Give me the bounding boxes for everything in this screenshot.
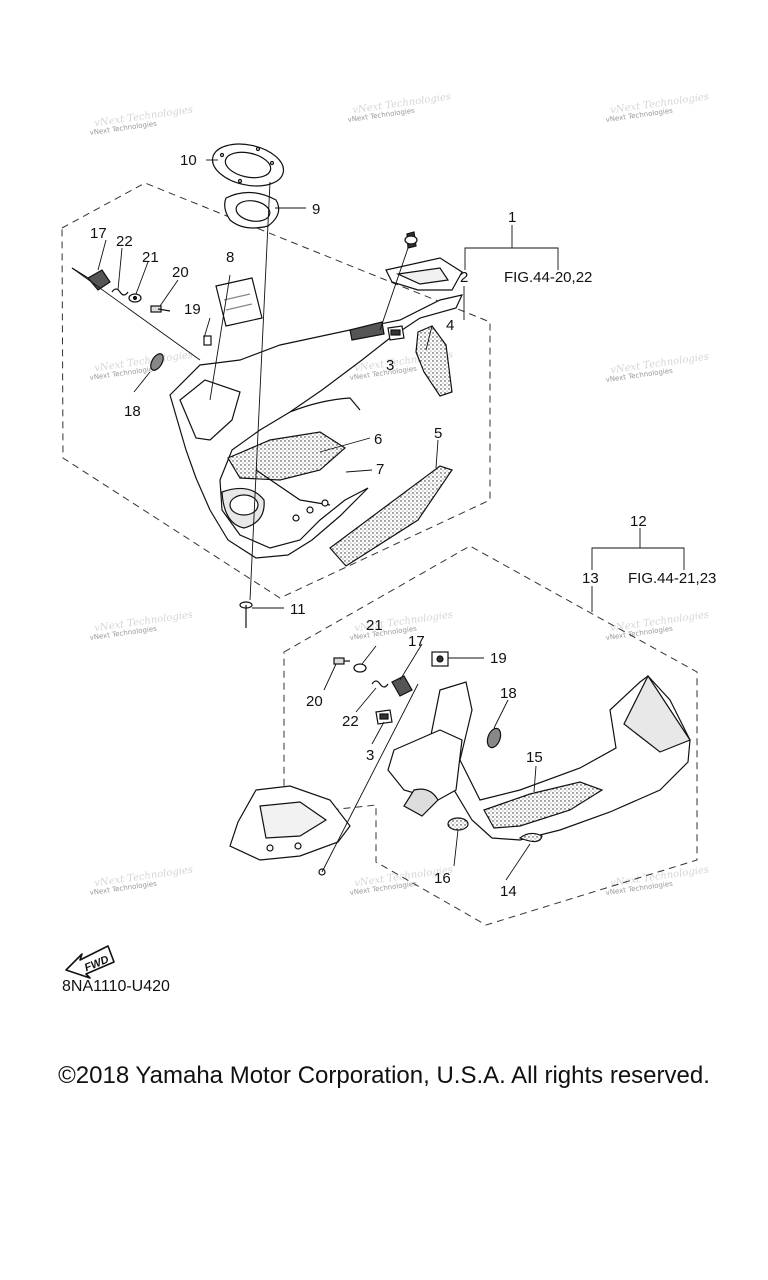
part-5-pad	[329, 465, 453, 567]
part-22-washer	[111, 288, 129, 296]
part-16-pad	[447, 817, 469, 831]
part-19-lower-nut	[431, 651, 449, 667]
drawing-code: 8NA1110-U420	[62, 978, 170, 995]
part-20-lower-bolt	[333, 657, 350, 665]
part-13-lower-cowling	[387, 674, 691, 843]
callout-3: 3	[386, 357, 394, 374]
callout-5: 5	[434, 425, 442, 442]
callout-17: 17	[90, 225, 107, 242]
callout-19-lower: 19	[490, 650, 507, 667]
watermark: vNext Technologies vNext Technologies	[605, 609, 709, 641]
callout-2: 2	[460, 269, 468, 286]
watermark: vNext Technologies vNext Technologies	[89, 609, 193, 641]
part-3-lower-clip	[375, 709, 393, 725]
callout-6: 6	[374, 431, 382, 448]
watermark: vNext Technologies vNext Technologies	[89, 349, 193, 381]
callout-18: 18	[124, 403, 141, 420]
assembly-outlines	[61, 182, 698, 926]
watermark: vNext Technologies vNext Technologies	[605, 91, 709, 123]
lower-assembly-outline	[283, 545, 698, 926]
part-22-lower-washer	[371, 680, 389, 688]
callout-16: 16	[434, 870, 451, 887]
callout-19: 19	[184, 301, 201, 318]
callout-21-lower: 21	[366, 617, 383, 634]
part-21-lower-collar	[353, 663, 367, 673]
callout-20-lower: 20	[306, 693, 323, 710]
callout-13: 13	[582, 570, 599, 587]
callout-14: 14	[500, 883, 517, 900]
callout-22: 22	[116, 233, 133, 250]
callout-18-lower: 18	[500, 685, 517, 702]
part-4-pad	[415, 325, 453, 397]
upper-assembly-outline	[61, 182, 491, 599]
copyright-notice: ©2018 Yamaha Motor Corporation, U.S.A. A…	[58, 1062, 710, 1089]
part-10-gasket	[211, 143, 285, 187]
callout-17-lower: 17	[408, 633, 425, 650]
callout-12: 12	[630, 513, 647, 530]
part-19-nut	[203, 335, 212, 346]
watermark: vNext Technologies vNext Technologies	[349, 609, 453, 641]
watermark: vNext Technologies vNext Technologies	[605, 351, 709, 383]
fwd-arrow-icon: FWD	[65, 945, 115, 979]
part-9-cover	[224, 191, 280, 229]
watermark: vNext Technologies vNext Technologies	[89, 864, 193, 896]
reference-fig-upper: FIG.44-20,22	[504, 269, 592, 286]
leader-lines	[71, 159, 685, 881]
callout-15: 15	[526, 749, 543, 766]
watermark: vNext Technologies vNext Technologies	[605, 864, 709, 896]
callout-4: 4	[446, 317, 454, 334]
reference-fig-lower: FIG.44-21,23	[628, 570, 716, 587]
part-2-top-bracket	[349, 257, 463, 341]
part-2-upper-cowling	[169, 294, 464, 559]
callout-3-lower: 3	[366, 747, 374, 764]
part-18-lower-grommet	[486, 727, 502, 749]
callout-9: 9	[312, 201, 320, 218]
watermark: vNext Technologies vNext Technologies	[347, 91, 451, 123]
part-lower-bracket	[229, 785, 351, 876]
part-20-bolt	[150, 305, 171, 313]
part-21-collar	[128, 293, 142, 303]
callout-7: 7	[376, 461, 384, 478]
part-11-rivet	[239, 231, 418, 628]
callout-21: 21	[142, 249, 159, 266]
callout-11: 11	[290, 601, 306, 618]
callout-10: 10	[180, 152, 197, 169]
part-18-grommet	[150, 353, 164, 371]
callout-22-lower: 22	[342, 713, 359, 730]
part-3-clip	[387, 325, 405, 341]
callouts: 10 9 17 22 21 20 8 19 18 1 2 FIG.44-20,2…	[90, 152, 716, 900]
watermark: vNext Technologies vNext Technologies	[89, 104, 193, 136]
callout-8: 8	[226, 249, 234, 266]
part-17-lower-stay	[391, 675, 413, 697]
callout-1: 1	[508, 209, 516, 226]
callout-20: 20	[172, 264, 189, 281]
part-17-stay	[71, 267, 111, 291]
